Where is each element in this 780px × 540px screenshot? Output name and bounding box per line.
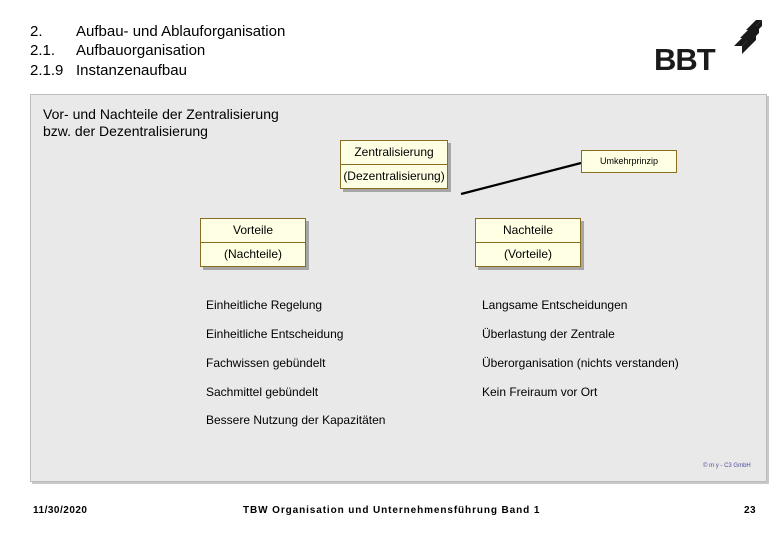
umkehrprinzip-label: Umkehrprinzip [581,150,677,173]
page-number: 23 [744,505,757,516]
heading-text: Aufbau- und Ablauforganisation [76,23,286,40]
disadvantage-item: Überlastung der Zentrale [482,327,615,341]
advantage-item: Bessere Nutzung der Kapazitäten [206,413,386,427]
box-label-top: Zentralisierung [354,145,434,159]
heading-text: Instanzenaufbau [76,62,187,79]
footer-title: TBW Organisation und Unternehmensführung… [243,505,541,516]
logo-text: BBT [654,42,716,76]
disadvantage-item: Überorganisation (nichts verstanden) [482,356,679,370]
intro-text: Vor- und Nachteile der Zentralisierung b… [43,106,279,140]
footer-date: 11/30/2020 [33,505,88,516]
heading-number: 2.1. [30,42,56,59]
advantage-item: Fachwissen gebündelt [206,356,326,370]
box-label-bottom: (Vorteile) [503,247,553,261]
content-panel: Vor- und Nachteile der Zentralisierung b… [30,94,767,482]
box-label-top: Vorteile [232,223,274,237]
advantage-item: Einheitliche Regelung [206,298,323,312]
disadvantage-item: Kein Freiraum vor Ort [482,385,598,399]
box-label-bottom: (Nachteile) [223,247,283,261]
intro-line: Vor- und Nachteile der Zentralisierung [43,106,279,122]
box-label-bottom: (Dezentralisierung) [343,169,445,183]
bbt-logo: BBT [654,20,762,76]
heading-text: Aufbauorganisation [76,42,206,59]
disadvantage-item: Langsame Entscheidungen [482,298,628,312]
heading-number: 2.1.9 [30,62,64,79]
advantage-item: Sachmittel gebündelt [206,385,319,399]
nachteile-box: Nachteile (Vorteile) [475,218,581,267]
heading-number: 2. [30,23,43,40]
advantage-item: Einheitliche Entscheidung [206,327,344,341]
intro-line: bzw. der Dezentralisierung [43,123,208,139]
vorteile-box: Vorteile (Nachteile) [200,218,306,267]
box-label-top: Nachteile [502,223,554,237]
zentralisierung-box: Zentralisierung (Dezentralisierung) [340,140,448,189]
copyright-note: © m y - C3 GmbH [703,463,751,469]
